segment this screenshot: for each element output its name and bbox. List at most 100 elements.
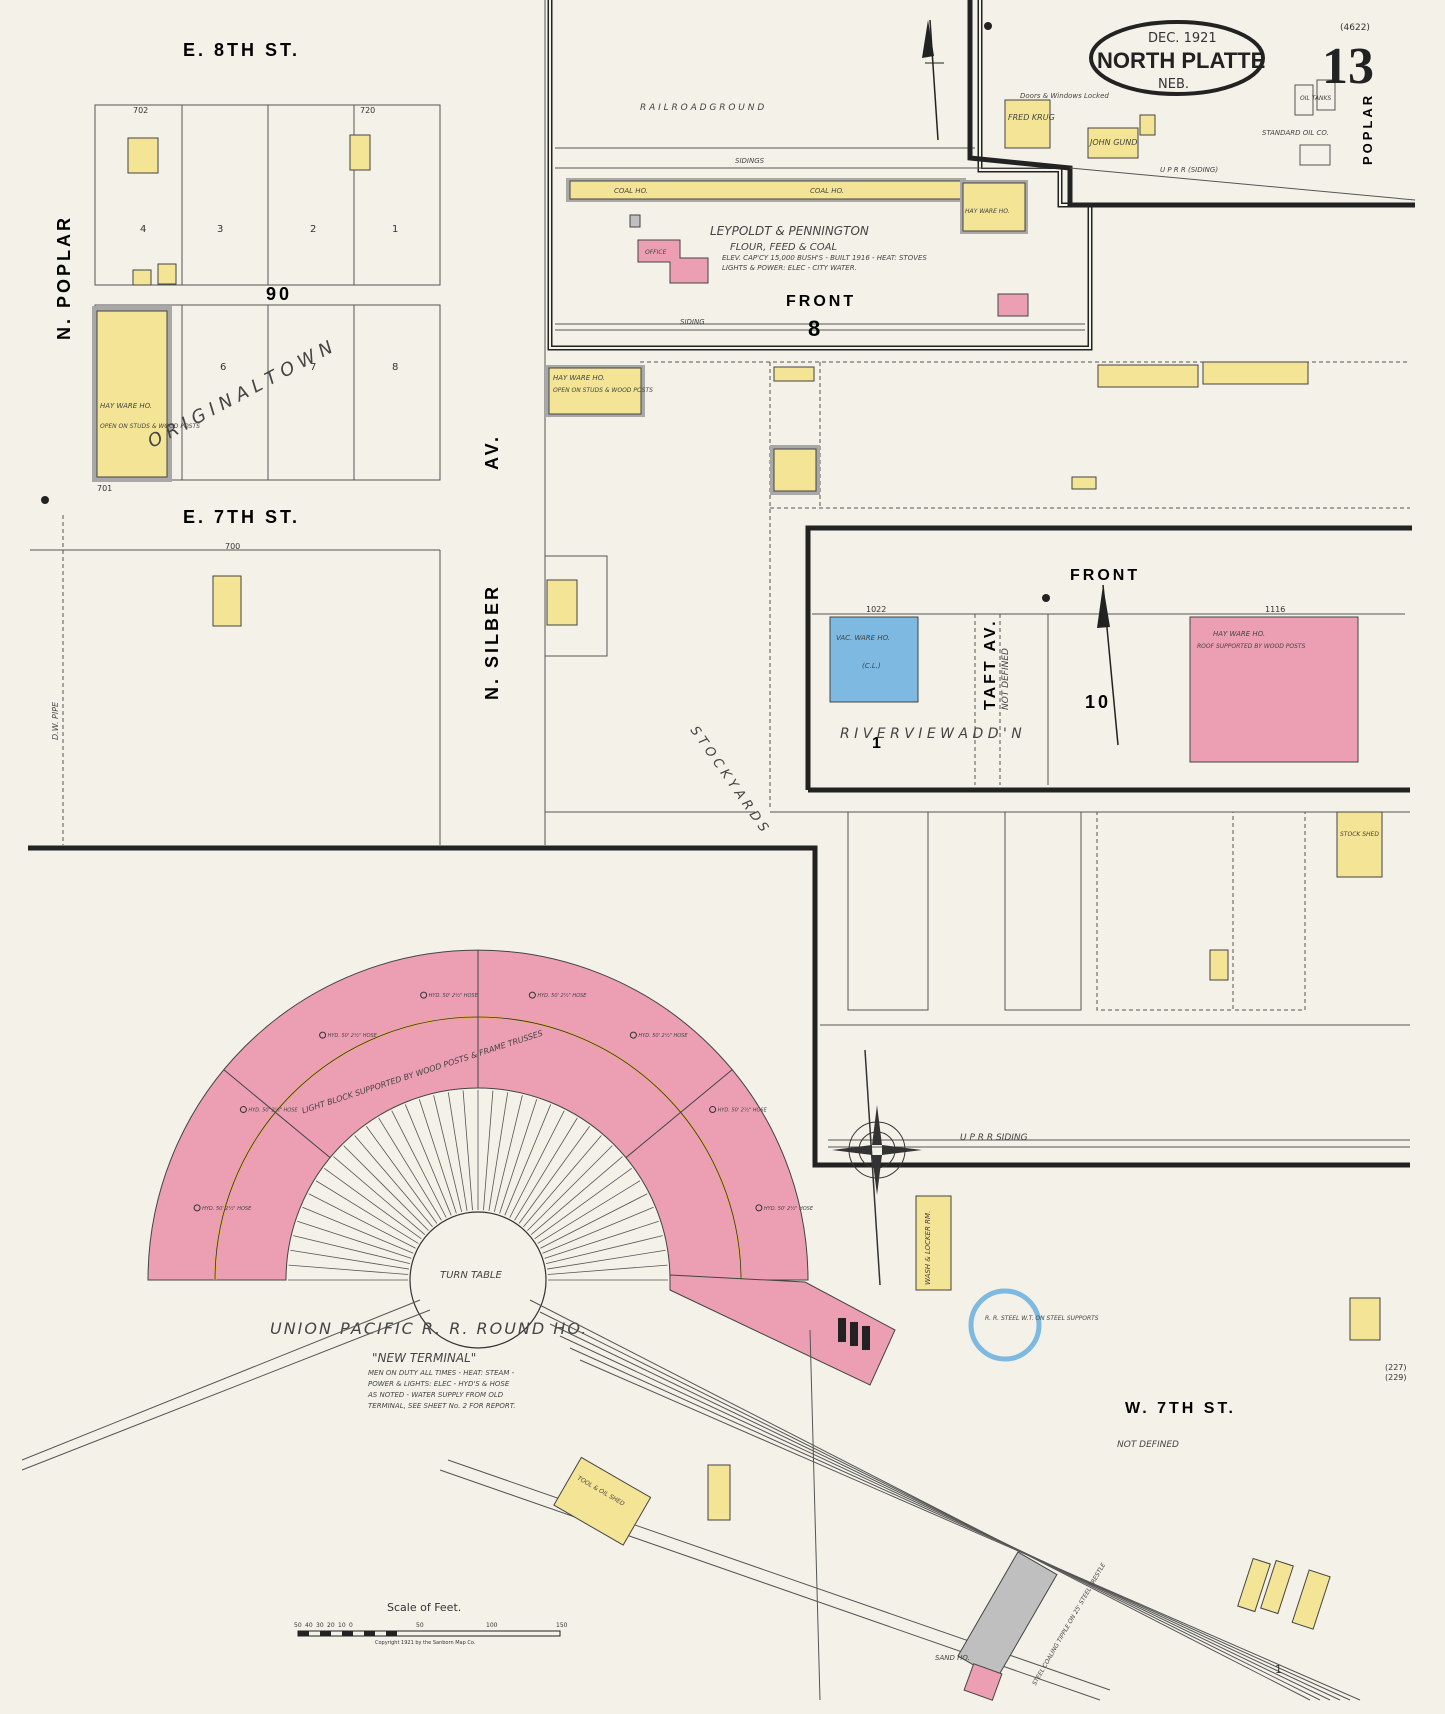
hydrant-marker (420, 991, 428, 999)
stock-shed (1336, 811, 1383, 878)
roundhouse: TURN TABLE LIGHT BLOCK SUPPORTED BY WOOD… (147, 949, 896, 1410)
hydrant-marker (528, 991, 536, 999)
vac-warehouse (829, 616, 919, 703)
dwelling-e7 (212, 575, 242, 627)
rail-tracks (21, 1299, 1361, 1701)
address-1022: 1022 (866, 605, 886, 614)
john-gund-building (1087, 127, 1139, 159)
svg-text:6: 6 (220, 362, 226, 373)
coal-ho-1-label: COAL HO. (614, 187, 648, 195)
wash-locker-label: WASH & LOCKER RM. (924, 1211, 932, 1285)
upr-siding-top-label: U P R R (SIDING) (1160, 166, 1218, 174)
title-date: DEC. 1921 (1148, 31, 1217, 46)
e7-block: 700 D.W. PIPE (30, 496, 441, 845)
sidings-label: SIDINGS (735, 157, 765, 165)
address-1116: 1116 (1265, 605, 1285, 614)
street-front-top: FRONT (786, 293, 856, 310)
hay-ware-top-label: HAY WARE HO. (965, 208, 1010, 215)
svg-text:2: 2 (310, 224, 316, 235)
fred-krug-label: FRED KRUG (1008, 113, 1055, 122)
tool-shed (553, 1456, 652, 1546)
turn-table-label: TURN TABLE (440, 1270, 502, 1281)
hydrant-label: HYD. 50' 2½" HOSE (764, 1205, 814, 1212)
hay-ware-silber-note: OPEN ON STUDS & WOOD POSTS (553, 387, 653, 394)
railroad-ground-label: R A I L R O A D G R O U N D (640, 103, 764, 113)
street-e8: E. 8TH ST. (183, 40, 300, 60)
new-terminal-label: "NEW TERMINAL" (372, 1351, 476, 1365)
elev-note: ELEV. CAP'CY 15,000 BUSH'S - BUILT 1916 … (722, 254, 927, 262)
address-702: 702 (133, 106, 148, 115)
steel-tank-label: R. R. STEEL W.T. ON STEEL SUPPORTS (985, 1315, 1099, 1322)
siding-label: SIDING (680, 318, 705, 326)
oil-tanks-label: OIL TANKS (1300, 95, 1331, 102)
sheet-number: 13 (1322, 38, 1374, 95)
roundhouse-boundary (28, 845, 1410, 1168)
turn-table (409, 1211, 547, 1349)
upr-siding-mid-label: U P R R SIDING (960, 1133, 1028, 1143)
street-e7: E. 7TH ST. (183, 507, 300, 527)
scale-tick-label: 30 (316, 1622, 324, 1629)
hydrant-marker (629, 1031, 637, 1039)
rh-note-4: TERMINAL, SEE SHEET No. 2 FOR REPORT. (368, 1402, 515, 1410)
scale-tick-label: 50 (416, 1622, 424, 1629)
title-ref: (4622) (1340, 23, 1370, 33)
hydrant-label: HYD. 50' 2½" HOSE (718, 1107, 768, 1114)
title-block: DEC. 1921 NORTH PLATTE NEB. 13 (4622) (1089, 20, 1374, 96)
street-taft: TAFT AV. (982, 618, 999, 710)
hydrant-label: HYD. 50' 2½" HOSE (429, 992, 479, 999)
scale-tick-label: 150 (556, 1622, 568, 1629)
address-229: (229) (1385, 1373, 1407, 1382)
north-arrow-top (922, 19, 944, 141)
hay-ware-front-label: HAY WARE HO. (1213, 630, 1265, 638)
scale-tick-label: 50 (294, 1622, 302, 1629)
dwelling-lot2 (349, 134, 371, 171)
w7-note: NOT DEFINED (1117, 1440, 1179, 1450)
hydrant-label: HYD. 50' 2½" HOSE (537, 992, 587, 999)
hydrant-label: HYD. 50' 2½" HOSE (638, 1032, 688, 1039)
riverview-block: VAC. WARE HO. (C.L.) HAY WARE HO. ROOF S… (805, 525, 1412, 793)
steel-water-tank (968, 1288, 1042, 1362)
address-720: 720 (360, 106, 375, 115)
scale-title: Scale of Feet. (387, 1601, 461, 1614)
hay-ware-front-note: ROOF SUPPORTED BY WOOD POSTS (1197, 643, 1306, 650)
office-leypoldt (637, 239, 709, 284)
hydrant-marker (709, 1106, 717, 1114)
coal-ho-2-label: COAL HO. (810, 187, 844, 195)
sheet-mark: 1 (1275, 1663, 1282, 1676)
hay-warehouse-silber (548, 367, 642, 415)
block-10-label: 10 (1085, 692, 1111, 712)
flour-label: FLOUR, FEED & COAL (730, 242, 837, 253)
roundhouse-label: UNION PACIFIC R. R. ROUND HO. (270, 1319, 588, 1338)
scale-tick-label: 40 (305, 1622, 313, 1629)
street-poplar-right: POPLAR (1360, 93, 1375, 165)
svg-text:4: 4 (140, 224, 146, 235)
street-n-poplar: N. POPLAR (54, 215, 74, 340)
doors-locked-label: Doors & Windows Locked (1020, 92, 1109, 100)
street-front-mid: FRONT (1070, 567, 1140, 584)
title-state: NEB. (1158, 77, 1189, 92)
office-label: OFFICE (645, 249, 667, 256)
dwelling-lot4 (127, 137, 159, 174)
hay-ware-orig-label: HAY WARE HO. (100, 402, 152, 410)
scale-tick-label: 100 (486, 1622, 498, 1629)
john-gund-label: JOHN GUND (1088, 138, 1137, 147)
hydrant-marker (755, 1204, 763, 1212)
hydrant-label: HYD. 50' 2½" HOSE (248, 1107, 298, 1114)
hay-warehouse-top (962, 182, 1026, 232)
stock-shed-label: STOCK SHED (1340, 831, 1379, 838)
hay-ware-silber-label: HAY WARE HO. (553, 374, 605, 382)
hay-ware-orig-note: OPEN ON STUDS & WOOD POSTS (100, 423, 200, 430)
block-90-label: 90 (266, 284, 292, 304)
hay-warehouse-front (1189, 616, 1359, 763)
wash-locker-room (915, 1195, 952, 1291)
hydrant-marker (193, 1204, 201, 1212)
rh-note-2: POWER & LIGHTS: ELEC - HYD'S & HOSE (368, 1380, 510, 1388)
taft-note: NOT DEFINED (1001, 648, 1011, 710)
top-right-block: FRED KRUG JOHN GUND Doors & Windows Lock… (967, 0, 1416, 208)
middle-area: HAY WARE HO. OPEN ON STUDS & WOOD POSTS (545, 361, 1410, 810)
scale-tick-label: 20 (327, 1622, 335, 1629)
standard-oil-label: STANDARD OIL CO. (1262, 129, 1329, 137)
riverview-label: R I V E R V I E W A D D ' N (840, 726, 1022, 742)
address-700: 700 (225, 542, 240, 551)
